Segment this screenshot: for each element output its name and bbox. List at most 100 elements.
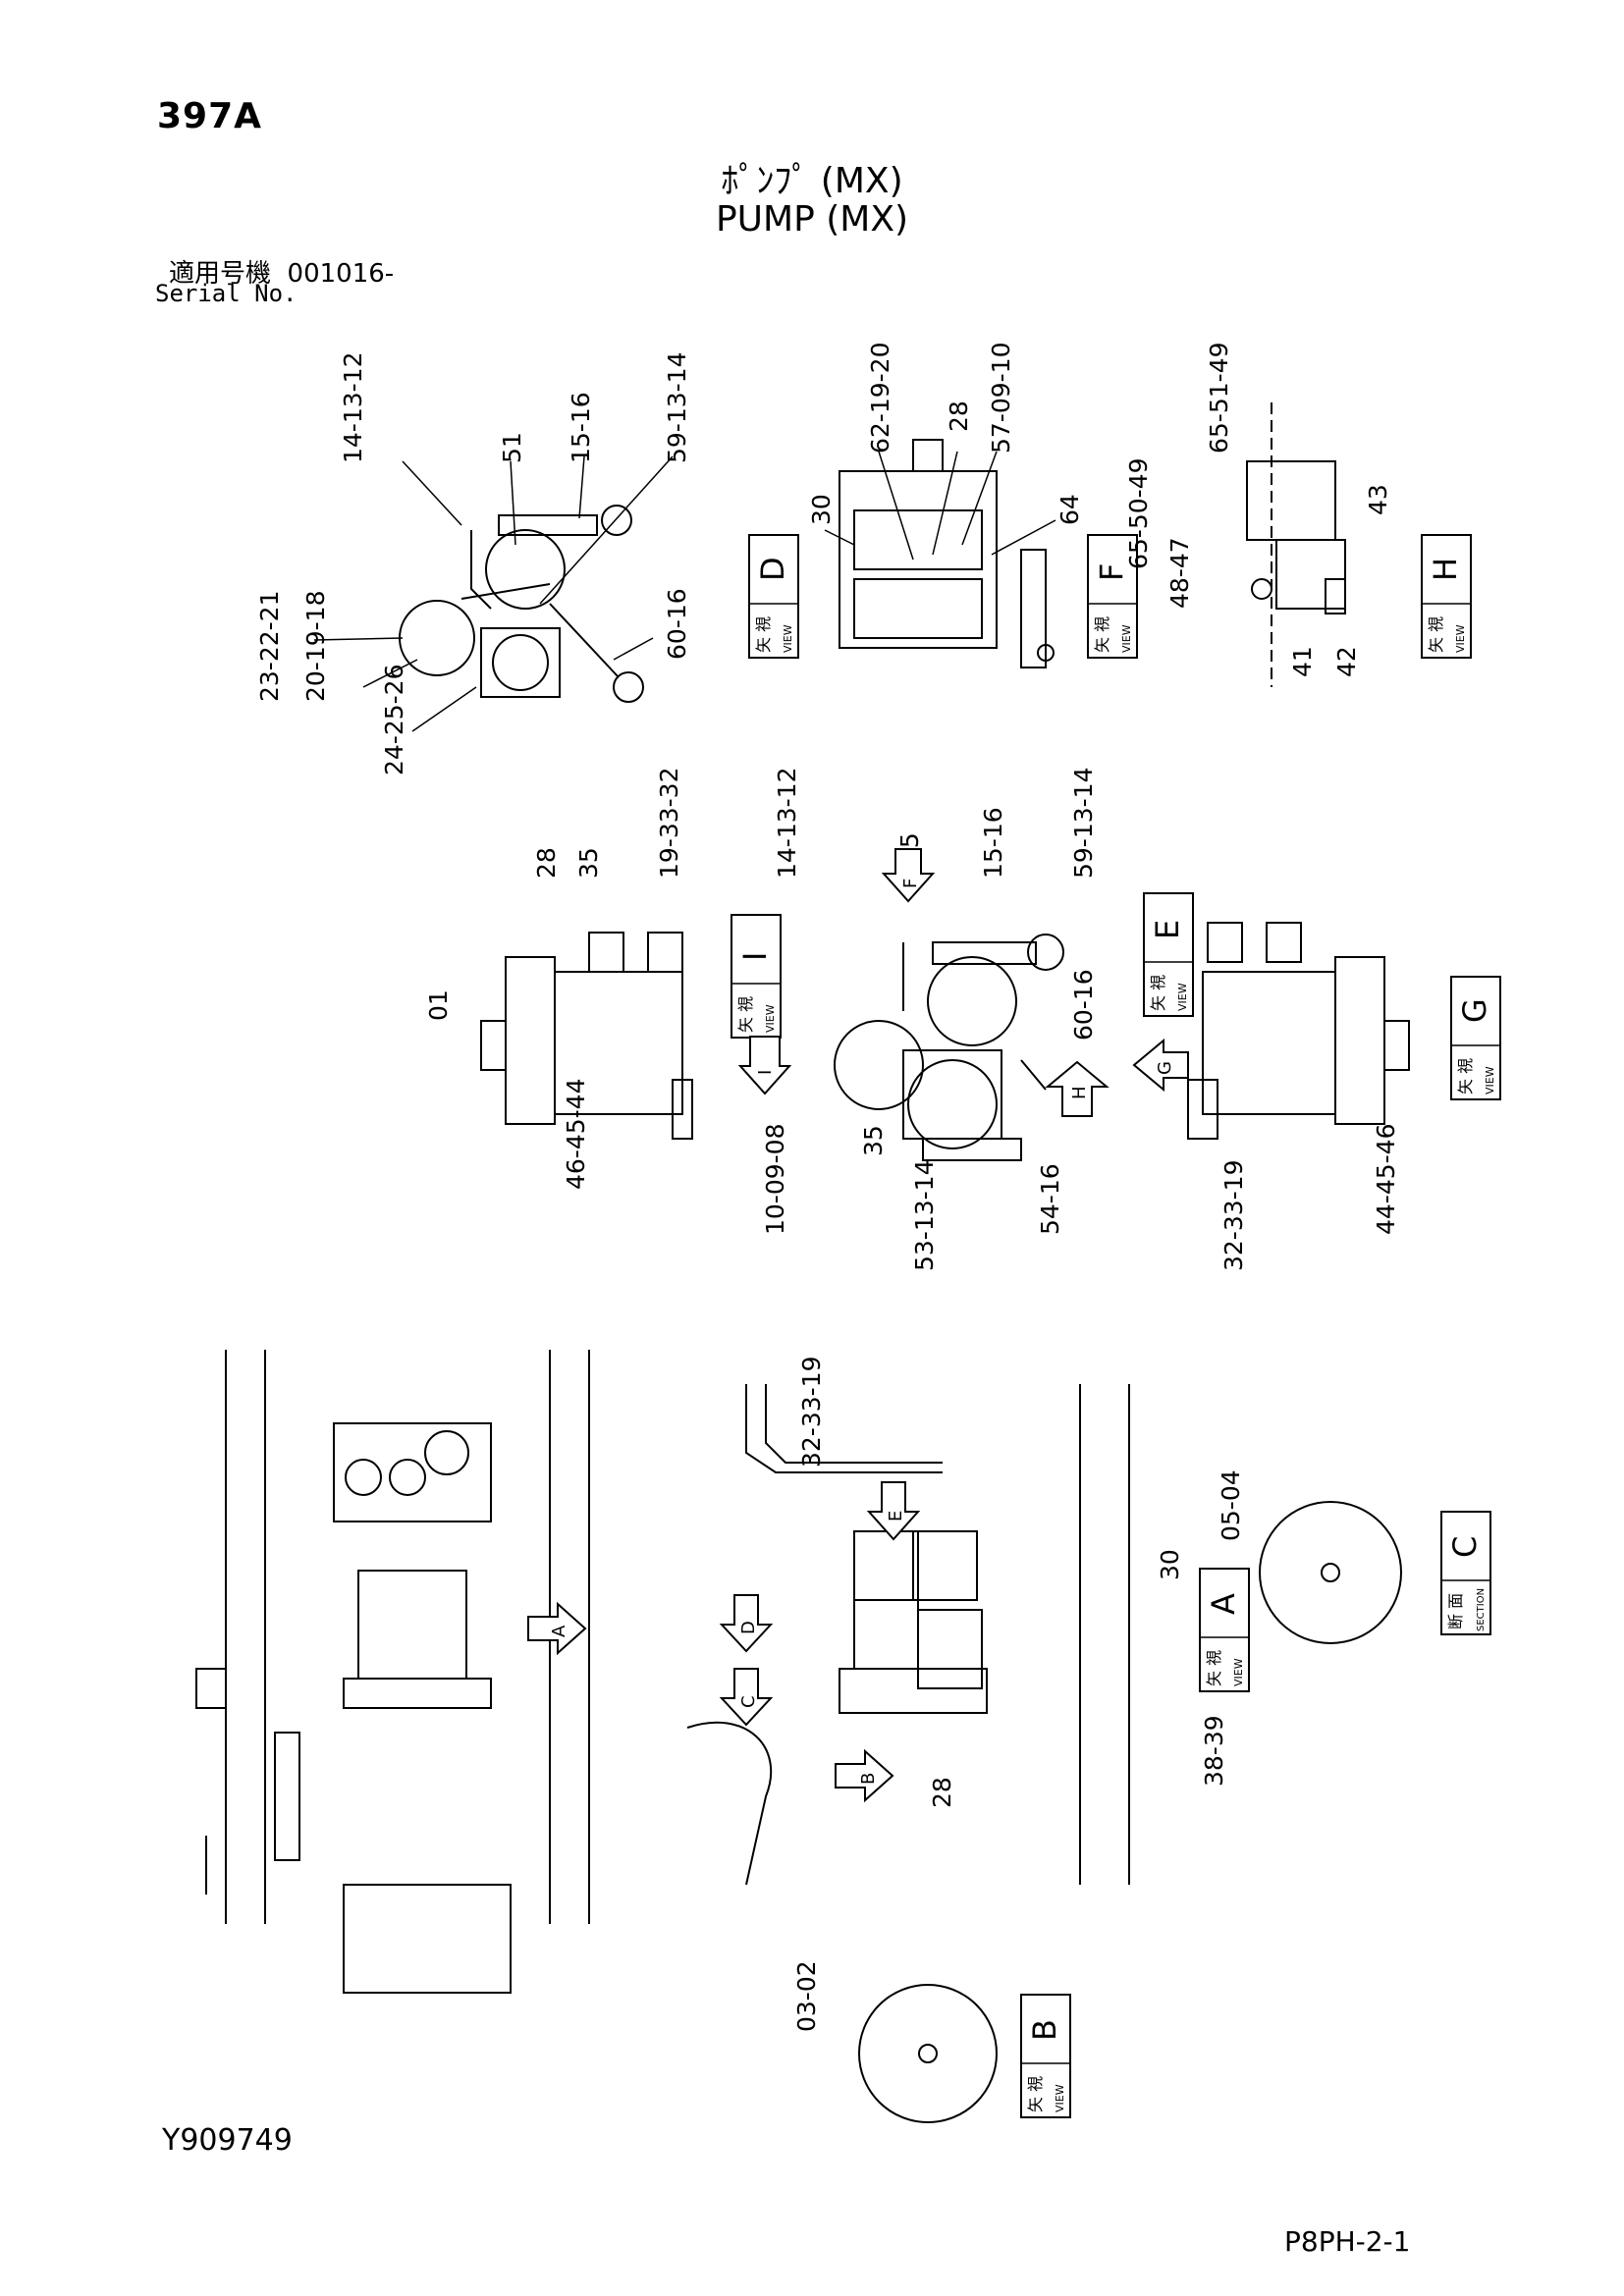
- view-label: VIEW: [1176, 983, 1189, 1011]
- view-label-i: I 矢 視 VIEW: [731, 914, 782, 1039]
- page-code: 397A: [157, 96, 263, 136]
- view-label: VIEW: [1120, 624, 1133, 653]
- callout-label: 65-50-49: [1124, 458, 1153, 569]
- callout-label: 43: [1364, 484, 1392, 515]
- view-label: VIEW: [1232, 1658, 1245, 1686]
- page-title: PUMP (MX): [715, 199, 909, 240]
- drawing-number: Y909749: [162, 2123, 293, 2158]
- callout-label: 38-39: [1200, 1715, 1228, 1787]
- section-label: SECTION: [1476, 1588, 1487, 1631]
- callout-label: 30: [1156, 1549, 1184, 1580]
- arrow-letter: F: [900, 879, 921, 888]
- callout-label: 59-13-14: [663, 352, 691, 463]
- callout-label: 48-47: [1165, 537, 1194, 609]
- view-letter: E: [1149, 920, 1186, 939]
- callout-labels-view-g: 44-45-46: [1372, 1124, 1400, 1235]
- callout-label: 05-04: [1217, 1469, 1245, 1541]
- callout-label: 41: [1288, 646, 1317, 677]
- view-label-b: B 矢 視 VIEW: [1020, 1994, 1071, 2118]
- callout-label: 15-16: [567, 392, 595, 463]
- section-label-ja: 断 面: [1446, 1593, 1465, 1629]
- view-label-e: E 矢 視 VIEW: [1143, 892, 1194, 1017]
- callout-label: 53-13-14: [910, 1160, 939, 1271]
- view-b-disc: [858, 1984, 998, 2123]
- callout-label: 51: [498, 432, 526, 463]
- callout-labels-center: 14-13-12 55 15-16 59-13-14 60-16 10-09-0…: [761, 768, 1248, 1271]
- view-letter: D: [754, 557, 791, 581]
- view-arrow-h: H: [1045, 1060, 1110, 1117]
- section-label-c: C 断 面 SECTION: [1440, 1511, 1491, 1635]
- view-arrow-g: G: [1132, 1038, 1189, 1093]
- callout-leaders-view-d: [824, 451, 1056, 561]
- view-label-ja: 矢 視: [1149, 975, 1167, 1011]
- view-label-ja: 矢 視: [1093, 616, 1111, 653]
- view-label: VIEW: [764, 1004, 777, 1033]
- view-label-h: H 矢 視 VIEW: [1421, 534, 1472, 659]
- view-arrow-a: A: [527, 1601, 587, 1656]
- view-arrow-e: E: [866, 1481, 921, 1541]
- callout-label: 44-45-46: [1372, 1124, 1400, 1235]
- callout-label: 23-22-21: [255, 591, 284, 702]
- view-label: VIEW: [1054, 2084, 1066, 2112]
- callout-label: 03-02: [792, 1960, 821, 2032]
- view-letter: F: [1093, 563, 1130, 581]
- callout-label: 42: [1332, 646, 1361, 677]
- view-a-drawing: [686, 1384, 1130, 1886]
- callout-label: 28: [532, 847, 561, 879]
- view-g-drawing: [1187, 922, 1410, 1140]
- sheet-code: P8PH-2-1: [1284, 2225, 1411, 2258]
- callout-label: 35: [574, 847, 603, 879]
- arrow-letter: G: [1155, 1061, 1175, 1075]
- view-letter: G: [1456, 998, 1493, 1023]
- view-letter: C: [1446, 1536, 1484, 1558]
- callout-label: 14-13-12: [773, 768, 801, 879]
- callout-label: 20-19-18: [301, 591, 330, 702]
- view-letter: B: [1026, 2019, 1063, 2041]
- title-japanese: ﾎﾟﾝﾌﾟ (MX): [721, 161, 903, 201]
- callout-label: 19-33-32: [655, 768, 683, 879]
- view-h-drawing: [1246, 402, 1346, 687]
- callout-label: 60-16: [663, 588, 691, 660]
- view-label-g: G 矢 視 VIEW: [1450, 976, 1501, 1100]
- view-arrow-c: C: [719, 1668, 774, 1727]
- view-label-ja: 矢 視: [1456, 1058, 1475, 1095]
- callout-label: 60-16: [1069, 969, 1098, 1041]
- view-label-a: A 矢 視 VIEW: [1199, 1568, 1250, 1692]
- view-letter: A: [1205, 1593, 1242, 1615]
- section-c-disc: [1259, 1501, 1402, 1644]
- callout-labels-view-h: 65-51-49 43 65-50-49 48-47 41 42: [1124, 343, 1392, 677]
- callout-label: 01: [424, 989, 453, 1021]
- view-i-drawing: [480, 932, 693, 1140]
- callout-labels-view-a: 32-33-19 30 28 38-39: [797, 1357, 1228, 1808]
- callout-leaders-top-left: [313, 455, 674, 732]
- callout-labels-view-b: 03-02: [792, 1960, 821, 2032]
- arrow-letter: A: [549, 1625, 569, 1637]
- serial-number: 001016-: [287, 259, 395, 289]
- callout-label: 10-09-08: [761, 1124, 789, 1235]
- view-arrow-d: D: [719, 1594, 774, 1653]
- pump-top-view-center: [834, 934, 1064, 1161]
- view-label-ja: 矢 視: [754, 616, 773, 653]
- callout-labels-section-c: 05-04: [1217, 1469, 1245, 1541]
- callout-label: 35: [859, 1125, 888, 1156]
- view-label-ja: 矢 視: [1205, 1650, 1223, 1686]
- callout-labels-top-left: 14-13-12 51 15-16 59-13-14 20-19-18 23-2…: [255, 352, 691, 775]
- callout-label: 28: [928, 1777, 956, 1808]
- view-d-drawing: [839, 439, 1055, 668]
- callout-label: 46-45-44: [562, 1079, 590, 1190]
- arrow-letter: D: [738, 1621, 759, 1634]
- callout-label: 28: [945, 400, 973, 432]
- callout-label: 59-13-14: [1069, 768, 1098, 879]
- view-label-d: D 矢 視 VIEW: [748, 534, 799, 659]
- callout-label: 32-33-19: [797, 1357, 826, 1468]
- view-label-f: F 矢 視 VIEW: [1087, 534, 1138, 659]
- arrow-letter: B: [858, 1773, 879, 1785]
- serial-label-japanese: 適用号機: [169, 259, 272, 289]
- arrow-letter: E: [886, 1511, 906, 1522]
- callout-label: 65-51-49: [1205, 343, 1233, 454]
- callout-label: 24-25-26: [380, 665, 408, 775]
- view-arrow-i: I: [737, 1036, 792, 1095]
- view-label-ja: 矢 視: [1427, 616, 1445, 653]
- view-letter: I: [736, 952, 774, 961]
